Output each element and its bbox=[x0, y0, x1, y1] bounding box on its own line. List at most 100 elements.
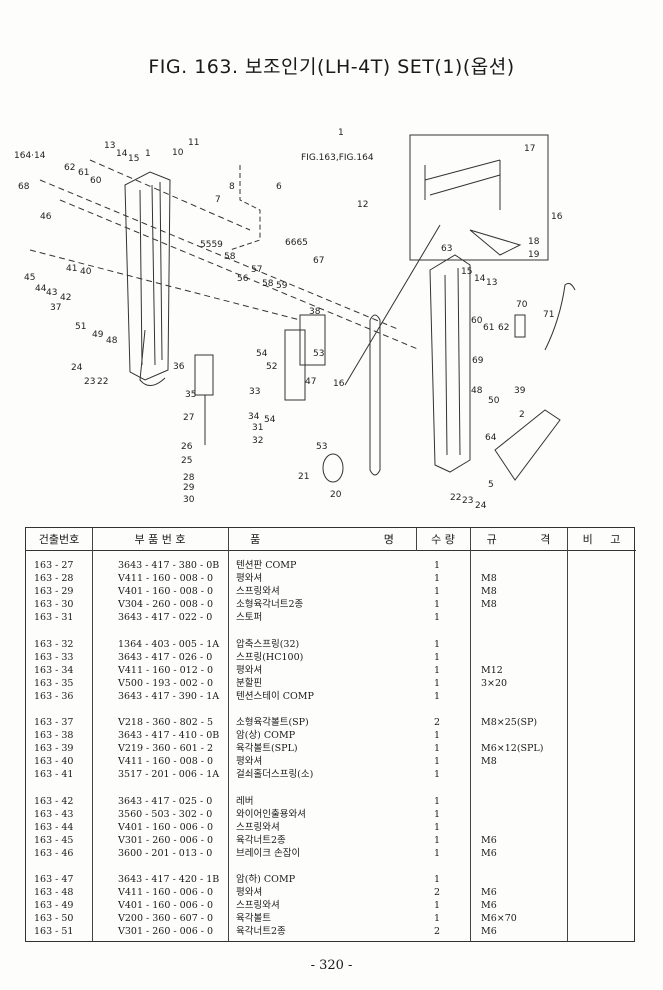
part-number: V411 - 160 - 008 - 0 bbox=[118, 756, 214, 767]
part-callout: 5 bbox=[488, 480, 494, 490]
quantity: 1 bbox=[434, 560, 441, 571]
part-callout: 19 bbox=[528, 250, 540, 260]
part-callout: 58 bbox=[224, 252, 236, 262]
part-callout: 14 bbox=[474, 274, 486, 284]
ref-no: 163 - 28 bbox=[34, 573, 74, 584]
figure-reference-label: FIG.163,FIG.164 bbox=[301, 153, 374, 163]
ref-no: 163 - 37 bbox=[34, 717, 74, 728]
part-number: V411 - 160 - 006 - 0 bbox=[118, 887, 214, 898]
part-name: 육각너트2종 bbox=[236, 926, 286, 937]
part-number: V219 - 360 - 601 - 2 bbox=[118, 743, 214, 754]
detail-inset-box bbox=[409, 134, 549, 261]
part-callout: 45 bbox=[24, 273, 35, 283]
part-callout: 22 bbox=[450, 493, 461, 503]
part-callout: 54 bbox=[256, 349, 268, 359]
part-name: 암(상) COMP bbox=[236, 730, 296, 741]
part-number: V411 - 160 - 008 - 0 bbox=[118, 573, 214, 584]
part-name: 소형육각너트2종 bbox=[236, 599, 304, 610]
part-callout: 24 bbox=[475, 501, 487, 511]
part-callout: 26 bbox=[181, 442, 193, 452]
part-callout: 37 bbox=[50, 303, 61, 313]
part-callout: 62 bbox=[64, 163, 75, 173]
part-callout: 64 bbox=[485, 433, 497, 443]
quantity: 1 bbox=[434, 756, 441, 767]
part-callout: 59 bbox=[276, 281, 288, 291]
part-callout: 31 bbox=[252, 423, 263, 433]
part-callout: 20 bbox=[330, 490, 342, 500]
part-number: 3600 - 201 - 013 - 0 bbox=[118, 847, 213, 859]
part-callout: 67 bbox=[313, 256, 324, 266]
figure-title: FIG. 163. 보조인기(LH-4T) SET(1)(옵션) bbox=[148, 56, 515, 78]
part-number: 3643 - 417 - 390 - 1A bbox=[118, 690, 220, 702]
part-callout: 14 bbox=[116, 149, 128, 159]
part-number: V401 - 160 - 008 - 0 bbox=[118, 586, 214, 597]
part-number: 3643 - 417 - 420 - 1B bbox=[118, 874, 220, 885]
quantity: 1 bbox=[434, 847, 441, 859]
part-callout: 28 bbox=[183, 473, 195, 483]
part-callout: 60 bbox=[90, 176, 102, 186]
quantity: 2 bbox=[434, 717, 441, 728]
part-number: 3643 - 417 - 410 - 0B bbox=[118, 730, 220, 741]
header-spec: 규 격 bbox=[470, 528, 567, 551]
header-part-name: 품 명 bbox=[228, 528, 416, 551]
quantity: 1 bbox=[434, 612, 441, 623]
spec: M8 bbox=[481, 756, 497, 767]
ref-no: 163 - 27 bbox=[34, 560, 74, 571]
ref-no: 163 - 32 bbox=[34, 638, 74, 650]
part-number: V500 - 193 - 002 - 0 bbox=[118, 677, 214, 689]
part-callout: 5559 bbox=[200, 240, 223, 250]
spec: M6×70 bbox=[481, 913, 517, 924]
part-callout: 61 bbox=[78, 168, 89, 178]
ref-no: 163 - 35 bbox=[34, 677, 74, 689]
part-number: 3643 - 417 - 026 - 0 bbox=[118, 651, 213, 663]
part-callout: 12 bbox=[357, 200, 368, 210]
part-name: 암(하) COMP bbox=[236, 874, 296, 885]
part-number: 3560 - 503 - 302 - 0 bbox=[118, 808, 213, 820]
quantity: 1 bbox=[434, 769, 441, 780]
part-callout: 7 bbox=[215, 195, 221, 205]
spec: M8 bbox=[481, 573, 497, 584]
spec: M6 bbox=[481, 926, 497, 937]
part-name: 스프링와셔 bbox=[236, 821, 280, 833]
part-callout: 10 bbox=[172, 148, 184, 158]
part-callout: 1 bbox=[338, 128, 344, 138]
part-number: 3517 - 201 - 006 - 1A bbox=[118, 769, 220, 780]
ref-no: 163 - 29 bbox=[34, 586, 74, 597]
arm-frame-right bbox=[429, 254, 471, 473]
part-name: 와이어인출용와셔 bbox=[236, 808, 306, 820]
part-callout: 46 bbox=[40, 212, 52, 222]
part-callout: 8 bbox=[229, 182, 235, 192]
ref-no: 163 - 36 bbox=[34, 690, 74, 702]
quantity: 1 bbox=[434, 690, 441, 702]
page-number: - 320 - bbox=[310, 958, 353, 973]
quantity: 1 bbox=[434, 874, 441, 885]
quantity: 1 bbox=[434, 664, 441, 676]
part-number: V411 - 160 - 012 - 0 bbox=[118, 664, 214, 676]
part-name: 육각너트2종 bbox=[236, 834, 286, 846]
part-callout: 24 bbox=[71, 363, 83, 373]
part-name: 레버 bbox=[236, 795, 254, 807]
quantity: 1 bbox=[434, 730, 441, 741]
part-name: 육각볼트 bbox=[236, 913, 271, 924]
part-callout: 48 bbox=[471, 386, 483, 396]
part-name: 평와셔 bbox=[236, 887, 263, 898]
brake-lever bbox=[494, 409, 561, 481]
part-number: V301 - 260 - 006 - 0 bbox=[118, 926, 214, 937]
part-callout: 54 bbox=[264, 415, 276, 425]
part-callout: 57 bbox=[251, 265, 262, 275]
part-callout: 16 bbox=[551, 212, 563, 222]
ref-no: 163 - 31 bbox=[34, 612, 74, 623]
part-callout: 16 bbox=[333, 379, 345, 389]
part-number: 3643 - 417 - 022 - 0 bbox=[118, 612, 213, 623]
ref-no: 163 - 46 bbox=[34, 847, 74, 859]
part-callout: 29 bbox=[183, 483, 195, 493]
